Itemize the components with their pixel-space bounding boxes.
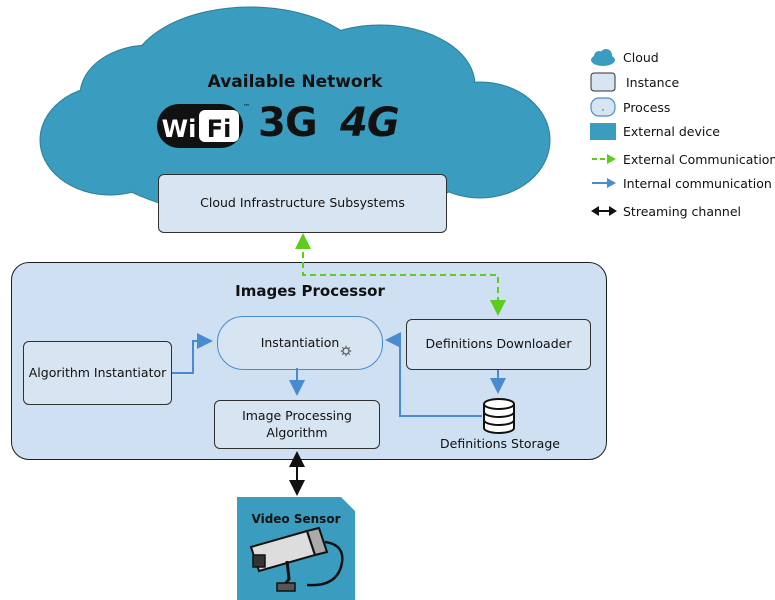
cloud-icon xyxy=(591,49,615,66)
internal-comm-storage-to-instantiation xyxy=(385,332,482,417)
legend-internal-comm-label: Internal communication xyxy=(623,175,772,191)
instance-swatch xyxy=(590,72,616,92)
algorithm-instantiator-box: Algorithm Instantiator xyxy=(23,341,172,405)
instantiation-process: Instantiation xyxy=(217,316,383,370)
legend-instance-label: Instance xyxy=(626,74,680,90)
database-icon xyxy=(483,398,515,434)
definitions-downloader-box: Definitions Downloader xyxy=(406,319,591,370)
legend-process-label: Process xyxy=(623,99,671,115)
legend-external-comm-label: External Communication xyxy=(623,151,775,167)
svg-text:Fi: Fi xyxy=(207,115,232,143)
image-processing-algorithm-box: Image Processing Algorithm xyxy=(214,400,380,449)
external-device-swatch xyxy=(590,123,616,140)
video-camera-icon xyxy=(249,526,344,592)
network-4g: 4G xyxy=(340,100,400,146)
network-3g: 3G xyxy=(258,100,318,146)
trademark-mark: ™ xyxy=(243,103,250,111)
external-comm-swatch xyxy=(592,154,616,164)
legend-external-device-label: External device xyxy=(623,123,720,139)
internal-comm-instantiator xyxy=(172,333,213,374)
instantiation-label: Instantiation xyxy=(260,335,340,350)
svg-text:Wi: Wi xyxy=(162,115,197,143)
process-swatch xyxy=(590,97,616,117)
definitions-storage-label: Definitions Storage xyxy=(440,436,560,451)
internal-comm-swatch xyxy=(592,178,616,188)
wifi-logo: Wi Fi xyxy=(155,100,245,152)
video-sensor-label: Video Sensor xyxy=(251,512,341,526)
streaming-swatch xyxy=(591,206,617,216)
gear-icon xyxy=(340,345,352,357)
cloud-infrastructure-box: Cloud Infrastructure Subsystems xyxy=(158,174,447,233)
images-processor-title: Images Processor xyxy=(235,282,385,300)
legend-cloud-label: Cloud xyxy=(623,49,659,65)
video-sensor-device xyxy=(237,497,355,600)
cloud-title: Available Network xyxy=(207,72,383,92)
legend-streaming-label: Streaming channel xyxy=(623,203,741,219)
external-comm-line xyxy=(302,242,506,316)
